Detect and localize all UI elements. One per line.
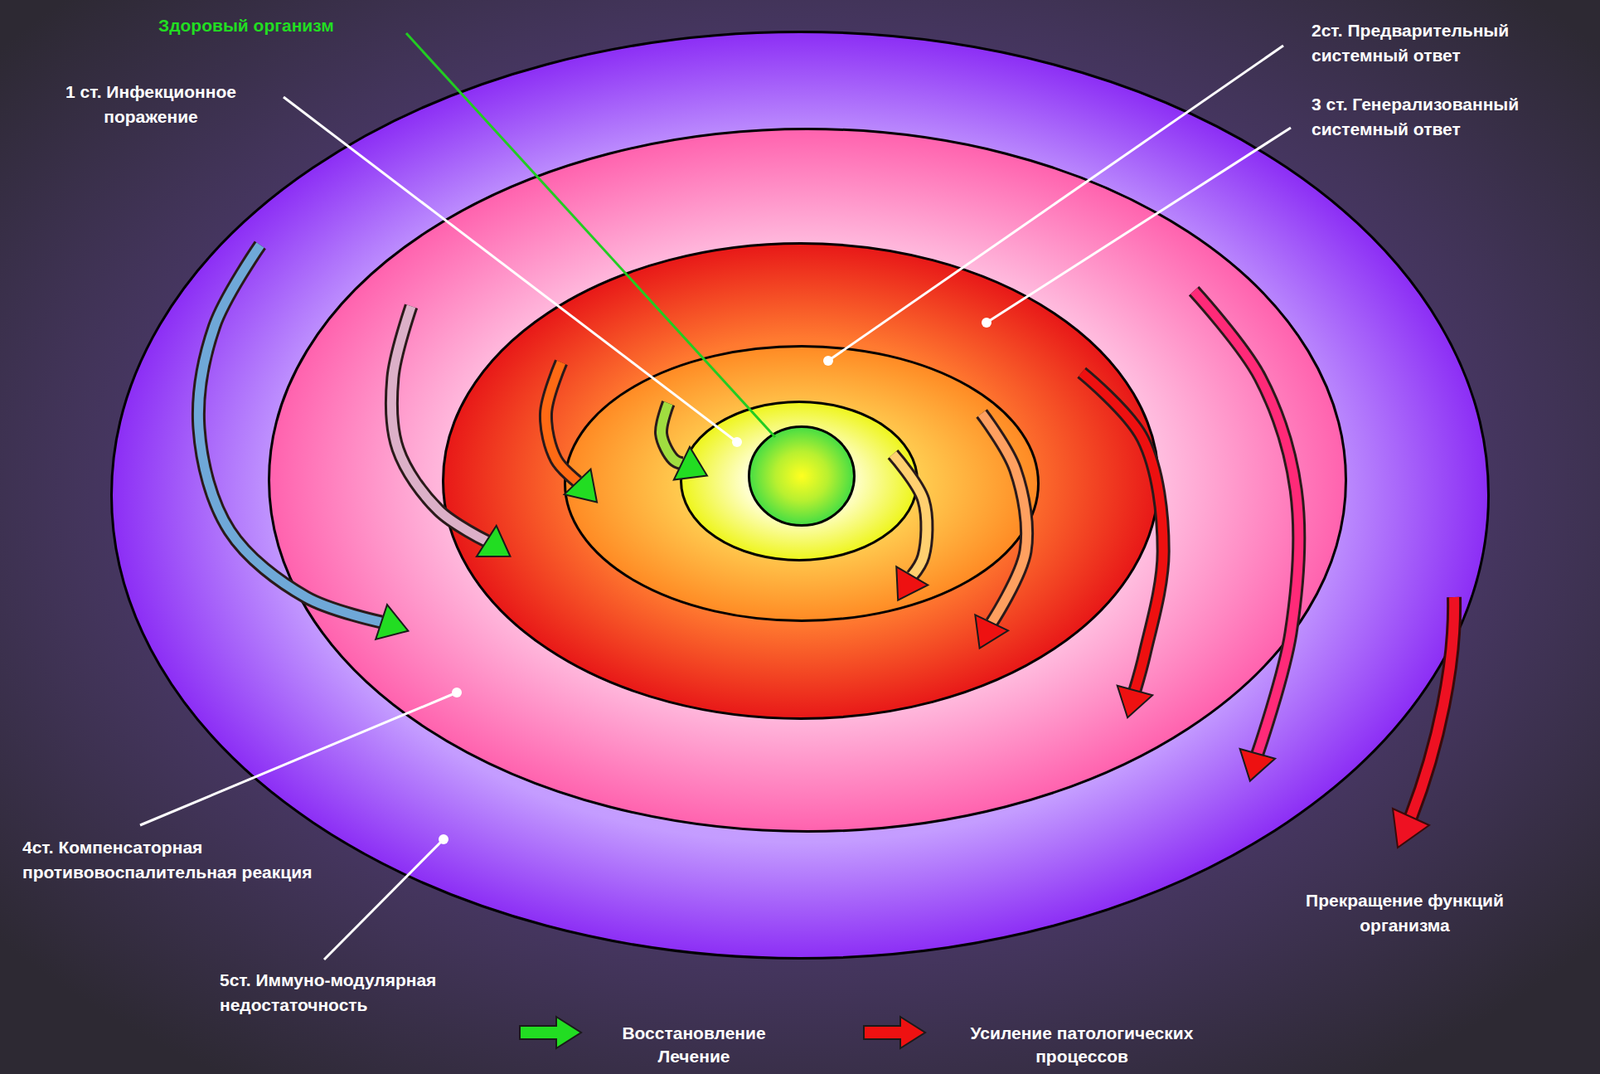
band-ellipse bbox=[111, 32, 1489, 959]
leader-dot bbox=[451, 687, 462, 698]
label-wrap: Прекращение функций организма bbox=[1303, 887, 1507, 938]
leader-dot bbox=[823, 355, 834, 366]
stage-band: 2ст. Предварительный системный ответ1 ст… bbox=[563, 344, 1040, 622]
stage-label: 2ст. Предварительный системный ответ bbox=[1311, 18, 1586, 68]
band-ellipse bbox=[749, 426, 855, 526]
leader-dot bbox=[438, 833, 449, 844]
label-wrap: 4ст. Компенсаторная противовоспалительна… bbox=[22, 834, 321, 885]
healthy-core: Здоровый организм bbox=[747, 425, 856, 527]
stage-label: 1 ст. Инфекционное поражение bbox=[26, 79, 276, 130]
band-ellipse bbox=[681, 402, 918, 561]
legend-swatch bbox=[518, 1014, 583, 1050]
outcome-label: Прекращение функций организма bbox=[1303, 887, 1507, 938]
band-ellipse bbox=[565, 346, 1039, 621]
band-ellipse bbox=[443, 243, 1159, 719]
label-wrap: 5ст. Иммуно-модулярная недостаточность bbox=[219, 967, 535, 1018]
stage-band: 4ст. Компенсаторная противовоспалительна… bbox=[267, 127, 1348, 833]
legend-arrow bbox=[863, 1016, 926, 1048]
label-wrap: 2ст. Предварительный системный ответ bbox=[1311, 18, 1586, 68]
label-wrap: 1 ст. Инфекционное поражение bbox=[26, 79, 276, 130]
label-wrap: Здоровый организм bbox=[158, 13, 408, 39]
band-ellipse bbox=[269, 129, 1347, 832]
leader-dot bbox=[732, 436, 742, 447]
legend-arrow bbox=[519, 1016, 582, 1048]
stage-band: 5ст. Иммуно-модулярная недостаточность4с… bbox=[110, 30, 1490, 960]
legend-text: Усиление патологических процессов bbox=[932, 1021, 1232, 1068]
legend-text: Восстановление Лечение bbox=[590, 1021, 798, 1068]
label-wrap: Усиление патологических процессов bbox=[932, 1021, 1232, 1068]
stage-band: 3 ст. Генерализованный системный ответ2с… bbox=[441, 242, 1160, 720]
leader-dot bbox=[981, 317, 992, 328]
legend-swatch bbox=[862, 1014, 927, 1050]
label-wrap: 3 ст. Генерализованный системный ответ bbox=[1311, 92, 1594, 142]
band-outline bbox=[747, 425, 856, 527]
stage-label: 4ст. Компенсаторная противовоспалительна… bbox=[22, 834, 321, 885]
stage-label: 3 ст. Генерализованный системный ответ bbox=[1311, 92, 1594, 142]
stage-label: 5ст. Иммуно-модулярная недостаточность bbox=[219, 967, 535, 1018]
label-wrap: Восстановление Лечение bbox=[590, 1021, 798, 1068]
stage-label: Здоровый организм bbox=[158, 13, 408, 39]
